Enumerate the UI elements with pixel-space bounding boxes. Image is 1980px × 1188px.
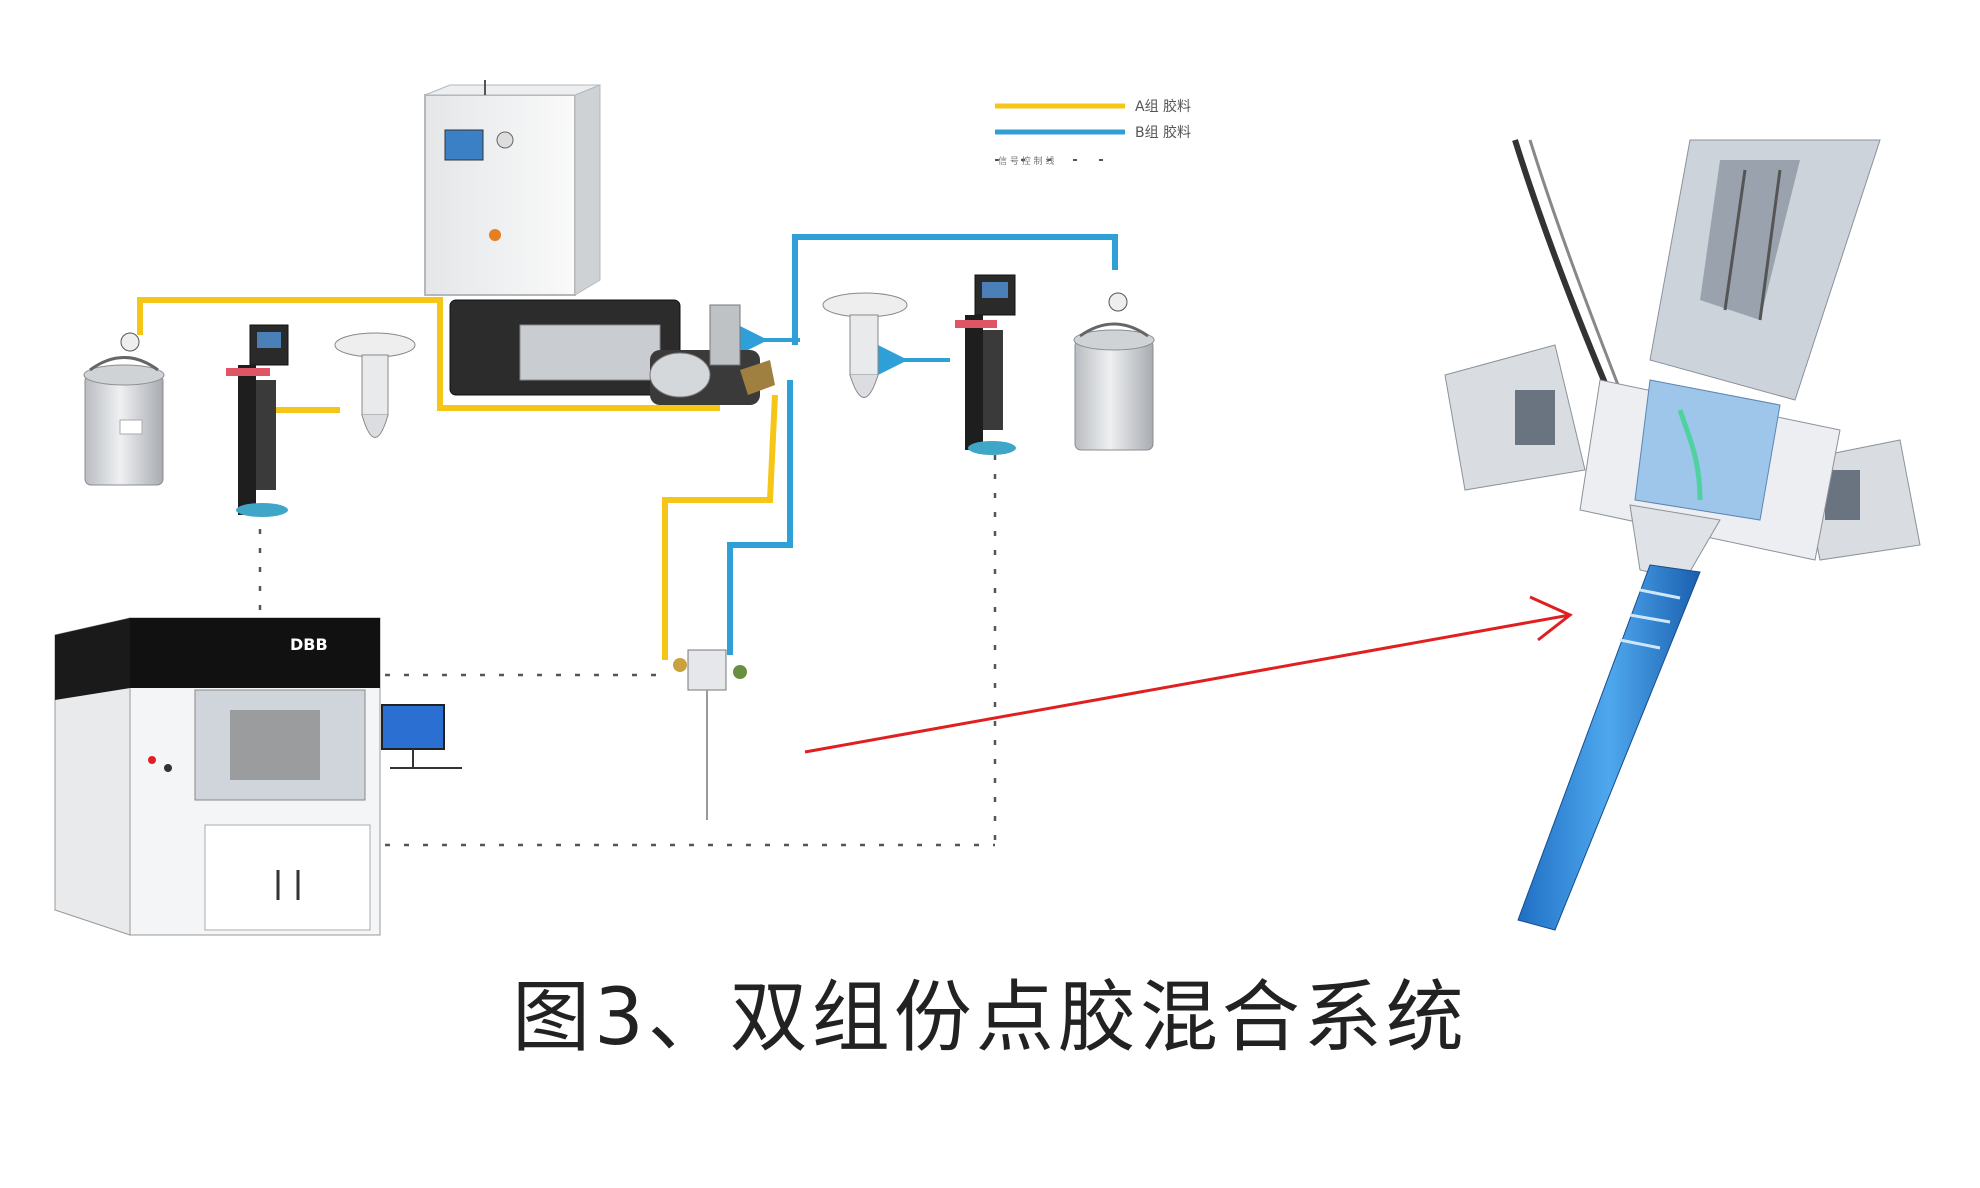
legend: A组 胶料 B组 胶料 信 号 控 制 线	[995, 98, 1191, 167]
mixing-head-closeup	[1444, 139, 1921, 931]
legend-label-b: B组 胶料	[1135, 124, 1191, 141]
control-screen	[444, 129, 484, 161]
pressure-gauge-icon	[120, 332, 140, 352]
regulator-valve-b	[822, 292, 908, 398]
metering-unit	[449, 299, 775, 405]
pipes-component-b	[727, 234, 1118, 655]
monitor	[381, 704, 462, 769]
control-cabinet	[424, 80, 601, 296]
pipes-component-a	[137, 297, 778, 660]
figure-caption: 图3、双组份点胶混合系统	[512, 973, 1468, 1063]
pump-b	[955, 274, 1016, 455]
dispense-valve	[673, 649, 747, 820]
pointer-arrow	[804, 595, 1573, 754]
pipe-a-tank-to-mixer	[137, 297, 720, 411]
signal-lines	[258, 455, 997, 847]
pipe-b-to-dispense-valve	[727, 380, 793, 655]
pipe-b-tank-loop	[792, 234, 1118, 345]
legend-footnote: 信 号 控 制 线	[998, 155, 1054, 167]
pipe-a-to-dispense-valve	[662, 394, 778, 660]
machine-brand: DBB	[290, 635, 328, 654]
dispensing-machine: DBB	[54, 617, 381, 936]
pump-a	[226, 324, 289, 517]
legend-label-a: A组 胶料	[1135, 98, 1191, 115]
pressure-tank-a	[83, 332, 165, 486]
regulator-valve-a	[334, 332, 416, 438]
pressure-tank-b	[1073, 292, 1155, 451]
pressure-gauge-icon	[1108, 292, 1128, 312]
